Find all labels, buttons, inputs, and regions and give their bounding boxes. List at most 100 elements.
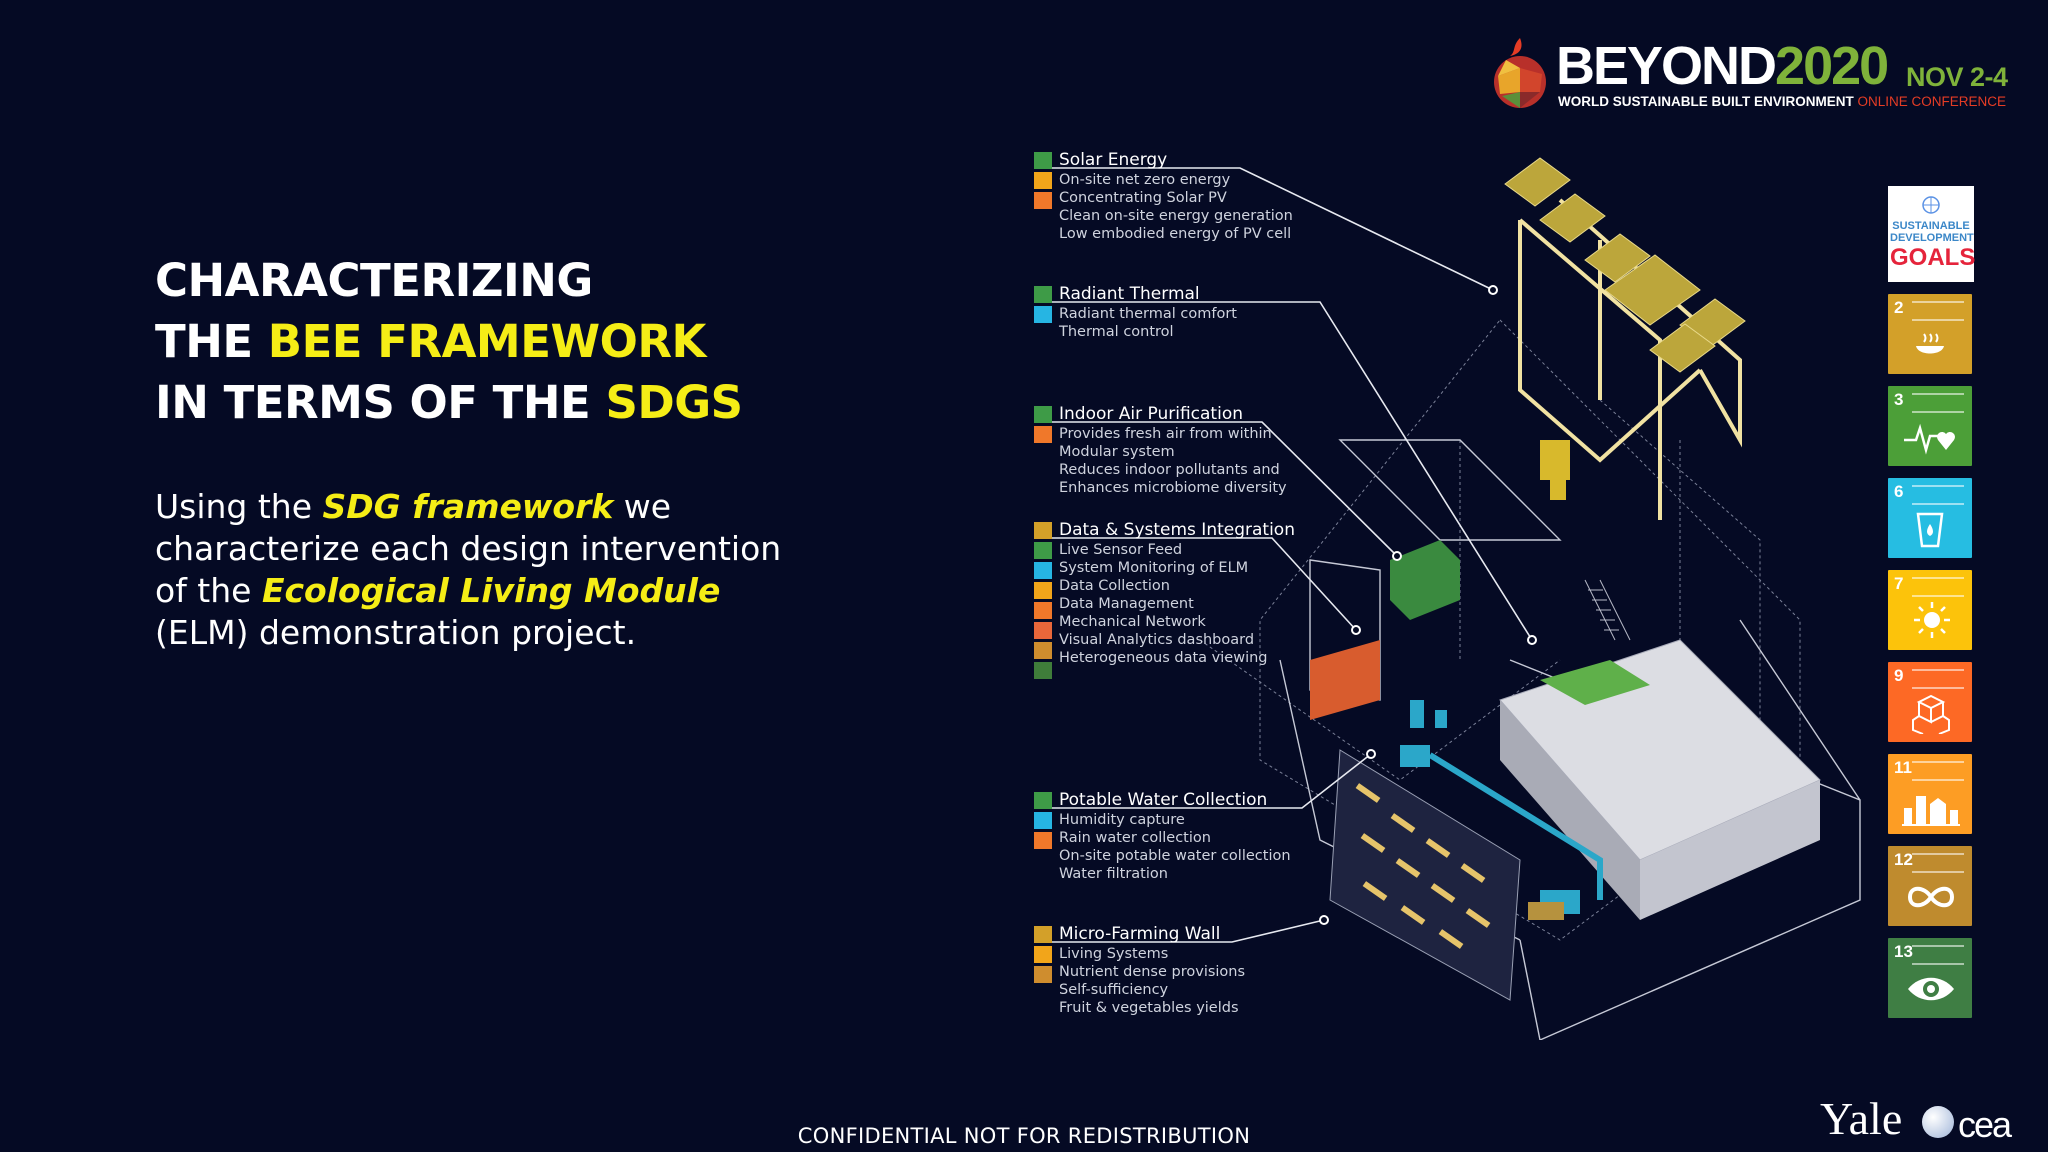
cea-sphere-icon — [1922, 1106, 1954, 1138]
sdg-swatch — [1034, 812, 1052, 829]
infinity-icon — [1907, 886, 1955, 908]
sdg-swatch — [1034, 832, 1052, 849]
title-line-2-pre: THE — [155, 315, 268, 368]
heartbeat-icon — [1904, 423, 1955, 455]
sdg-goal-caption — [1912, 945, 1964, 965]
sdg-swatch — [1034, 642, 1052, 659]
legend-item: Mechanical Network — [1059, 614, 1206, 630]
legend-heading: Potable Water Collection — [1059, 790, 1268, 810]
sdg-swatch — [1034, 926, 1052, 943]
legend-item: Provides fresh air from within — [1059, 426, 1272, 442]
legend-item: Reduces indoor pollutants and — [1059, 462, 1280, 478]
sdg-logo-line1: SUSTAINABLE — [1892, 220, 1970, 232]
legend-item: Rain water collection — [1059, 830, 1211, 846]
sdg-swatch — [1034, 406, 1052, 423]
logo-subtitle-accent: ONLINE CONFERENCE — [1857, 94, 2007, 109]
title-line-3-pre: IN TERMS OF THE — [155, 376, 606, 429]
sdg-goal-3-tile: 3 — [1888, 386, 1972, 466]
confidential-notice: CONFIDENTIAL NOT FOR REDISTRIBUTION — [797, 1124, 1251, 1148]
legend-item: Data Collection — [1059, 578, 1170, 594]
sdg-goal-caption — [1912, 761, 1964, 781]
sdg-swatch — [1034, 966, 1052, 983]
sdg-goal-13-tile: 13 — [1888, 938, 1972, 1018]
legend-item: On-site potable water collection — [1059, 848, 1291, 864]
logo-wordmark: BEYOND2020 — [1556, 36, 1889, 96]
sdg-goal-number: 7 — [1894, 574, 1904, 593]
sdg-goal-number: 2 — [1894, 298, 1904, 317]
legend-item: Enhances microbiome diversity — [1059, 480, 1287, 496]
globe-flame-icon — [1494, 38, 1546, 108]
sdg-goal-2-tile: 2 — [1888, 294, 1972, 374]
cea-logo: cea — [1958, 1104, 2012, 1145]
sdg-goal-number: 11 — [1894, 758, 1912, 777]
sdg-swatch — [1034, 602, 1052, 619]
legend-item: Live Sensor Feed — [1059, 542, 1183, 558]
legend-item: Radiant thermal comfort — [1059, 306, 1237, 322]
sdg-goal-number: 9 — [1894, 666, 1904, 685]
legend-item: Clean on-site energy generation — [1059, 208, 1293, 224]
sdg-goal-9-tile: 9 — [1888, 662, 1972, 742]
sdg-swatch — [1034, 946, 1052, 963]
earth-eye-icon — [1908, 977, 1954, 1001]
sdg-swatch — [1034, 192, 1052, 209]
legend-item: Modular system — [1059, 444, 1175, 460]
sdg-goal-number: 3 — [1894, 390, 1904, 409]
legend-item: Data Management — [1059, 596, 1194, 612]
city-buildings-icon — [1902, 796, 1960, 826]
yale-logo: Yale — [1820, 1093, 1903, 1144]
legend-item: Concentrating Solar PV — [1059, 190, 1227, 206]
sdg-goal-caption — [1912, 301, 1964, 321]
food-bowl-icon — [1916, 333, 1944, 354]
legend-item: Living Systems — [1059, 946, 1169, 962]
sdg-goal-caption — [1912, 485, 1964, 505]
legend-item: Thermal control — [1059, 324, 1174, 340]
sdg-swatch — [1034, 542, 1052, 559]
title-highlight-bee: BEE FRAMEWORK — [267, 315, 707, 368]
sdg-swatch — [1034, 172, 1052, 189]
sdg-swatch — [1034, 562, 1052, 579]
legend-item: System Monitoring of ELM — [1059, 560, 1249, 576]
logo-dates: NOV 2-4 — [1906, 62, 2008, 92]
sdg-goal-caption — [1912, 393, 1964, 413]
cubes-icon — [1912, 694, 1950, 734]
sdg-swatch — [1034, 522, 1052, 539]
legend-heading: Radiant Thermal — [1059, 284, 1200, 304]
elm-axonometric-diagram — [1040, 157, 1861, 1040]
legend-heading: Indoor Air Purification — [1059, 404, 1243, 424]
water-glass-icon — [1916, 512, 1944, 548]
logo-word-beyond: BEYOND — [1556, 36, 1777, 96]
sdg-swatch — [1034, 662, 1052, 679]
body-emphasis-elm: Ecological Living Module — [261, 571, 721, 610]
body-text-3: (ELM) demonstration project. — [155, 613, 637, 652]
sdg-goal-number: 12 — [1894, 850, 1913, 869]
sdg-goal-12-tile: 12 — [1888, 846, 1972, 926]
legend-item: Visual Analytics dashboard — [1059, 632, 1255, 648]
title-highlight-sdgs: SDGS — [605, 376, 743, 429]
sdg-goal-caption — [1912, 577, 1964, 597]
legend-item: Fruit & vegetables yields — [1059, 1000, 1239, 1016]
legend-item: Low embodied energy of PV cell — [1059, 226, 1292, 242]
slide-title: CHARACTERIZING THE BEE FRAMEWORK IN TERM… — [155, 250, 743, 433]
sdg-goal-caption — [1912, 853, 1964, 873]
sdg-logo-tile: SUSTAINABLE DEVELOPMENT GOALS — [1888, 186, 1975, 282]
logo-subtitle-main: WORLD SUSTAINABLE BUILT ENVIRONMENT — [1558, 94, 1854, 109]
legend-item: Water filtration — [1059, 866, 1168, 882]
legend-item: Heterogeneous data viewing — [1059, 650, 1268, 666]
title-line-1: CHARACTERIZING — [155, 254, 593, 307]
sdg-goal-6-tile: 6 — [1888, 478, 1972, 558]
sdg-swatch — [1034, 792, 1052, 809]
legend-heading: Solar Energy — [1059, 150, 1168, 170]
sun-power-icon — [1914, 602, 1950, 638]
body-text-1: Using the — [155, 487, 323, 526]
sdg-swatch — [1034, 286, 1052, 303]
body-text-2: we characterize each design intervention… — [155, 487, 782, 610]
sdg-goal-11-tile: 11 — [1888, 754, 1972, 834]
sdg-swatch — [1034, 622, 1052, 639]
body-emphasis-sdg: SDG framework — [322, 487, 614, 526]
title-line-3: IN TERMS OF THE SDGS — [155, 372, 743, 433]
sdg-goal-caption — [1912, 669, 1964, 689]
intro-paragraph: Using the SDG framework we characterize … — [155, 486, 815, 654]
sdg-goal-number: 6 — [1894, 482, 1904, 501]
sdg-logo-line2: DEVELOPMENT — [1890, 232, 1974, 244]
logo-word-year: 2020 — [1775, 36, 1889, 96]
